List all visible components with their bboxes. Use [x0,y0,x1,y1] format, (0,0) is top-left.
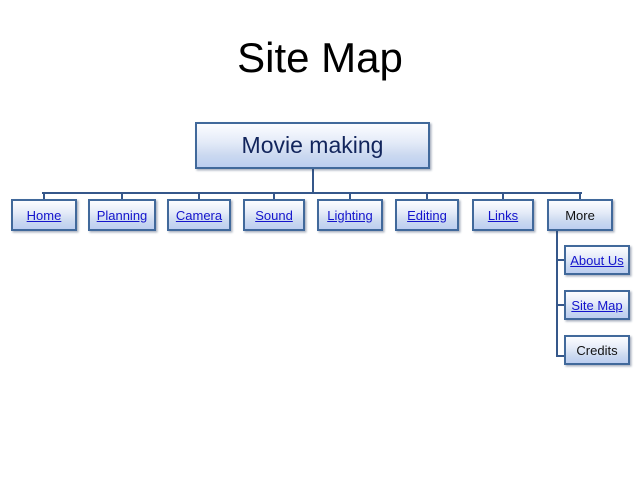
page-title: Site Map [237,34,403,81]
connector-stub-about-us [556,259,566,261]
node-credits[interactable]: Credits [564,335,630,365]
node-label: Editing [407,207,447,223]
connector-drop-sound [273,192,275,200]
connector-drop-home [43,192,45,200]
node-site-map[interactable]: Site Map [564,290,630,320]
connector-stub-credits [556,355,566,357]
connector-drop-camera [198,192,200,200]
node-sound[interactable]: Sound [243,199,305,231]
node-home[interactable]: Home [11,199,77,231]
connector-drop-links [502,192,504,200]
node-more[interactable]: More [547,199,613,231]
connector-stub-site-map [556,304,566,306]
node-label: About Us [570,252,624,268]
node-label: Planning [96,207,148,223]
node-label: Lighting [327,207,373,223]
node-about-us[interactable]: About Us [564,245,630,275]
node-label: More [565,207,595,223]
node-label: Sound [255,207,293,223]
node-label: Credits [576,342,618,358]
connector-drop-more [579,192,581,200]
node-movie-making[interactable]: Movie making [195,122,430,169]
node-editing[interactable]: Editing [395,199,459,231]
connector-root-stem [312,169,314,193]
node-camera[interactable]: Camera [167,199,231,231]
node-label: Movie making [241,132,384,158]
node-links[interactable]: Links [472,199,534,231]
node-label: Site Map [571,297,623,313]
connector-drop-editing [426,192,428,200]
node-label: Camera [175,207,223,223]
node-label: Links [487,207,519,223]
node-label: Home [26,207,62,223]
connector-drop-lighting [349,192,351,200]
connector-level2-bus [42,192,582,194]
connector-more-stem [556,231,558,356]
node-lighting[interactable]: Lighting [317,199,383,231]
node-planning[interactable]: Planning [88,199,156,231]
connector-drop-planning [121,192,123,200]
